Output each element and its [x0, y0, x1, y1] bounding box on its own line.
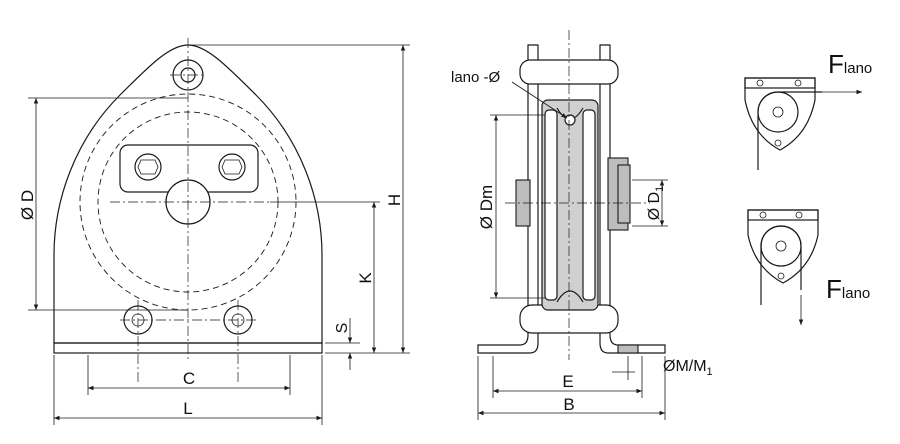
bolt-right-hex: [221, 159, 243, 175]
dim-label-h: H: [385, 194, 404, 206]
bolt-left-outer: [134, 153, 162, 181]
front-view: Ø D H K S C L: [18, 38, 410, 425]
sheave-flange-left: [544, 109, 558, 301]
sheave-flange-right: [582, 109, 596, 301]
force-diagram-top: Flano: [744, 49, 872, 170]
rope-diameter-label: lano -Ø: [451, 69, 501, 86]
bolt-right-outer: [218, 153, 246, 181]
rope-section: [564, 114, 576, 126]
dim-label-s: S: [334, 323, 351, 334]
sheave-groove-bottom: [556, 290, 584, 303]
dim-label-b: B: [563, 395, 574, 414]
hub-nut: [617, 164, 631, 224]
dim-label-m: ØM/M1: [663, 358, 713, 378]
dim-label-diameter-d: Ø D: [18, 190, 37, 220]
dim-label-c: C: [183, 369, 195, 388]
dim-label-diameter-dm: Ø Dm: [477, 185, 496, 229]
foot-hole-section: [617, 344, 639, 354]
force-label-top: Flano: [828, 49, 872, 79]
bolt-left-hex: [137, 159, 159, 175]
dim-label-e: E: [562, 372, 573, 391]
dim-label-k: K: [356, 272, 375, 284]
dim-label-diameter-d1: Ø D1: [646, 186, 666, 221]
side-view: lano -Ø Ø Dm Ø D1 E B ØM/M1: [451, 30, 713, 420]
force-label-bottom: Flano: [826, 274, 870, 304]
dim-label-l: L: [183, 399, 192, 418]
force-diagram-bottom: Flano: [747, 209, 870, 325]
